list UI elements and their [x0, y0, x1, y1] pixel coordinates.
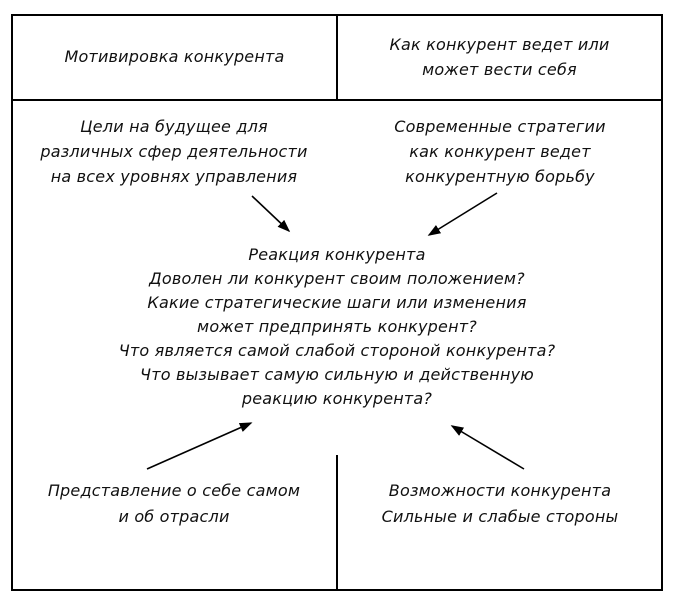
top-column-divider [336, 14, 338, 101]
bottom-column-divider [336, 455, 338, 591]
cell-competitor-reaction: Реакция конкурента Доволен ли конкурент … [40, 243, 634, 411]
cell-current-strategies: Современные стратегии как конкурент веде… [394, 117, 606, 186]
header-motivation-label: Мотивировка конкурента [64, 47, 285, 66]
center-title: Реакция конкурента [248, 245, 426, 264]
header-separator-line [11, 99, 663, 101]
header-behavior: Как конкурент ведет или может вести себя [389, 34, 610, 79]
cell-future-goals: Цели на будущее для различных сфер деяте… [40, 117, 308, 186]
header-motivation: Мотивировка конкурента [13, 16, 336, 97]
cell-self-perception: Представление о себе самом и об отрасли [47, 481, 301, 526]
cell-capabilities: Возможности конкурента Сильные и слабые … [381, 481, 619, 526]
